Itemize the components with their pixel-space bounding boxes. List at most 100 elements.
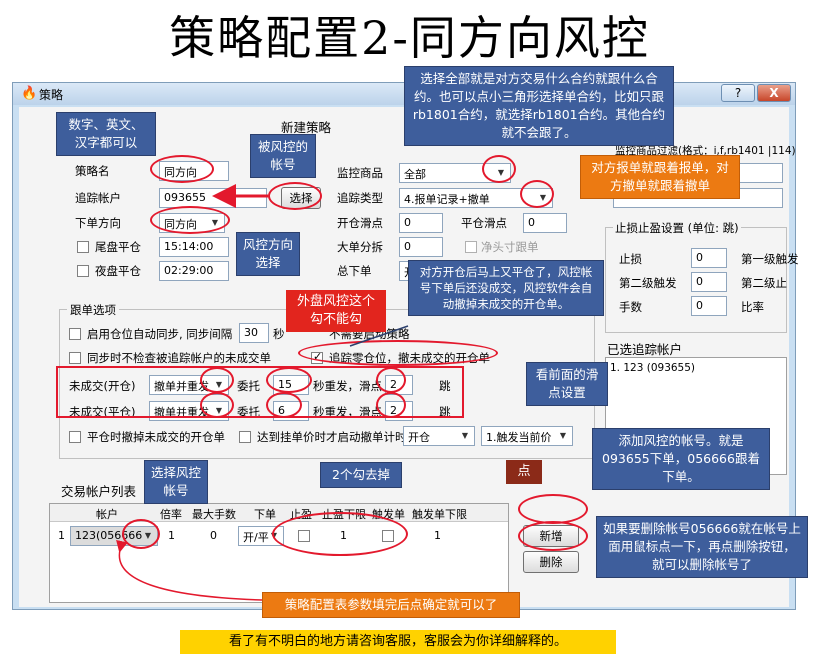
header-trigger: 触发单 [372,508,405,521]
unfilled-open-entrust-label: 委托 [237,379,260,393]
cancel-on-close-checkbox[interactable] [69,431,81,443]
unfilled-open-mode: 撤单并重发 [154,380,209,393]
max-lots-cell[interactable]: 0 [210,529,217,542]
stop-loss-label: 止损 [619,252,642,266]
section-title: 新建策略 [281,120,332,135]
selected-accounts-title: 已选追踪帐户 [607,342,683,357]
callout-follow-order: 对方报单就跟着报单，对方撤单就跟着撤单 [580,155,740,199]
sync-unit: 秒 [273,327,285,341]
header-max-lots: 最大手数 [192,508,236,521]
slide-title: 策略配置2-同方向风控 [169,11,650,65]
unfilled-close-unit: 跳 [439,405,451,419]
add-button[interactable]: 新增 [523,525,579,547]
chevron-down-icon[interactable]: ▼ [539,193,547,202]
close-at-end-checkbox[interactable] [77,241,89,253]
follow-options-title: 跟单选项 [67,302,119,318]
header-take-profit: 止盈 [290,508,312,521]
close-at-end-time[interactable]: 15:14:00 [159,237,229,257]
timer-type-value: 开仓 [408,431,430,444]
lots-input[interactable]: 0 [691,296,727,316]
track-type-label: 追踪类型 [337,191,383,205]
close-slip-input[interactable]: 0 [523,213,567,233]
unfilled-open-entrust-input[interactable]: 15 [273,375,309,395]
callout-controlled-account: 被风控的帐号 [250,134,316,178]
level1-label: 第一级触发 [741,252,799,266]
order-value: 开/平 [243,531,269,544]
cancel-on-close-label: 平仓时撤掉未成交的开仓单 [87,430,225,444]
chevron-down-icon[interactable]: ▼ [144,531,152,540]
net-head-checkbox[interactable] [465,241,477,253]
timer-type-combo[interactable]: 开仓 ▼ [403,426,475,446]
enable-sync-label: 启用仓位自动同步, 同步间隔 [87,327,233,341]
callout-external-risk: 外盘风控这个勾不能勾 [286,290,386,332]
monitor-product-value: 全部 [404,168,426,181]
unfilled-close-resend: 秒重发，滑点 [313,405,382,419]
callout-confirm: 策略配置表参数填完后点确定就可以了 [262,592,520,618]
total-orders-label: 总下单 [337,264,372,278]
callout-digits: 数字、英文、汉字都可以 [56,112,156,156]
lots-label: 手数 [619,300,642,314]
strategy-name-input[interactable]: 同方向 [159,161,229,181]
trigger-min-cell[interactable]: 1 [434,529,441,542]
track-type-value: 4.报单记录+撤单 [404,193,490,206]
night-close-time[interactable]: 02:29:00 [159,261,229,281]
unfilled-open-slip-input[interactable]: 2 [385,375,413,395]
stop-settings-title: 止损止盈设置 (单位: 跳) [613,220,741,236]
trigger-type-value: 1.触发当前价 [486,431,552,444]
night-close-checkbox[interactable] [77,265,89,277]
trigger-type-combo[interactable]: 1.触发当前价 ▼ [481,426,573,446]
callout-select-all: 选择全部就是对方交易什么合约就跟什么合约。也可以点小三角形选择单合约，比如只跟r… [404,66,674,146]
chevron-down-icon[interactable]: ▼ [497,168,505,177]
multiplier-cell[interactable]: 1 [168,529,175,542]
delete-button[interactable]: 删除 [523,551,579,573]
unfilled-open-combo[interactable]: 撤单并重发 ▼ [149,375,229,395]
net-head-label: 净头寸跟单 [481,240,539,254]
callout-delete-account: 如果要删除帐号056666就在帐号上面用鼠标点一下，再点删除按钮，就可以删除帐号… [596,516,808,578]
callout-add-account: 添加风控的帐号。就是093655下单，056666跟着下单。 [592,428,770,490]
pointer-zero [349,325,409,347]
filter-title: 监控商品过滤(格式：i,f,rb1401 |114) [615,145,796,157]
chevron-down-icon[interactable]: ▼ [215,380,223,389]
help-button[interactable]: ? [721,84,755,102]
account-combo[interactable]: 123(056666 ▼ [70,526,158,546]
level2-trigger-input[interactable]: 0 [691,272,727,292]
open-slip-input[interactable]: 0 [399,213,443,233]
app-flame-icon: 🔥 [21,86,38,101]
chevron-down-icon[interactable]: ▼ [215,406,223,415]
chevron-down-icon[interactable]: ▼ [461,431,469,440]
close-slip-label: 平仓滑点 [461,216,507,230]
start-timer-checkbox[interactable] [239,431,251,443]
list-item[interactable]: 1. 123 (093655) [610,362,696,374]
take-profit-checkbox[interactable] [298,530,310,542]
big-order-split-input[interactable]: 0 [399,237,443,257]
stop-loss-input[interactable]: 0 [691,248,727,268]
close-at-end-label: 尾盘平仓 [95,240,141,254]
tp-min-cell[interactable]: 1 [340,529,347,542]
sync-no-check-checkbox[interactable] [69,352,81,364]
account-value: 123(056666 [75,529,143,542]
callout-uncheck-two: 2个勾去掉 [320,462,402,488]
chevron-down-icon[interactable]: ▼ [270,531,278,540]
level2-stop-label: 第二级止 [741,276,787,290]
big-order-split-label: 大单分拆 [337,240,383,254]
track-type-combo[interactable]: 4.报单记录+撤单 ▼ [399,188,553,208]
sync-interval-input[interactable]: 30 [239,323,269,343]
close-button[interactable]: X [757,84,791,102]
track-zero-label: 追踪零仓位，撤未成交的开仓单 [329,351,490,365]
track-zero-checkbox[interactable] [311,350,323,364]
strategy-name-label: 策略名 [75,164,110,178]
chevron-down-icon[interactable]: ▼ [559,431,567,440]
chevron-down-icon[interactable]: ▼ [211,218,219,227]
night-close-label: 夜盘平仓 [95,264,141,278]
header-multiplier: 倍率 [160,508,182,521]
unfilled-open-unit: 跳 [439,379,451,393]
table-row[interactable]: 1 123(056666 ▼ 1 0 开/平 ▼ 1 1 [50,524,508,548]
header-tp-min: 止盈下限 [322,508,366,521]
trigger-checkbox[interactable] [382,530,394,542]
level2-trigger-label: 第二级触发 [619,276,677,290]
unfilled-close-entrust-label: 委托 [237,405,260,419]
unfilled-open-label: 未成交(开仓) [69,379,136,393]
enable-sync-checkbox[interactable] [69,328,81,340]
header-order: 下单 [254,508,276,521]
header-trigger-min: 触发单下限 [412,508,467,521]
